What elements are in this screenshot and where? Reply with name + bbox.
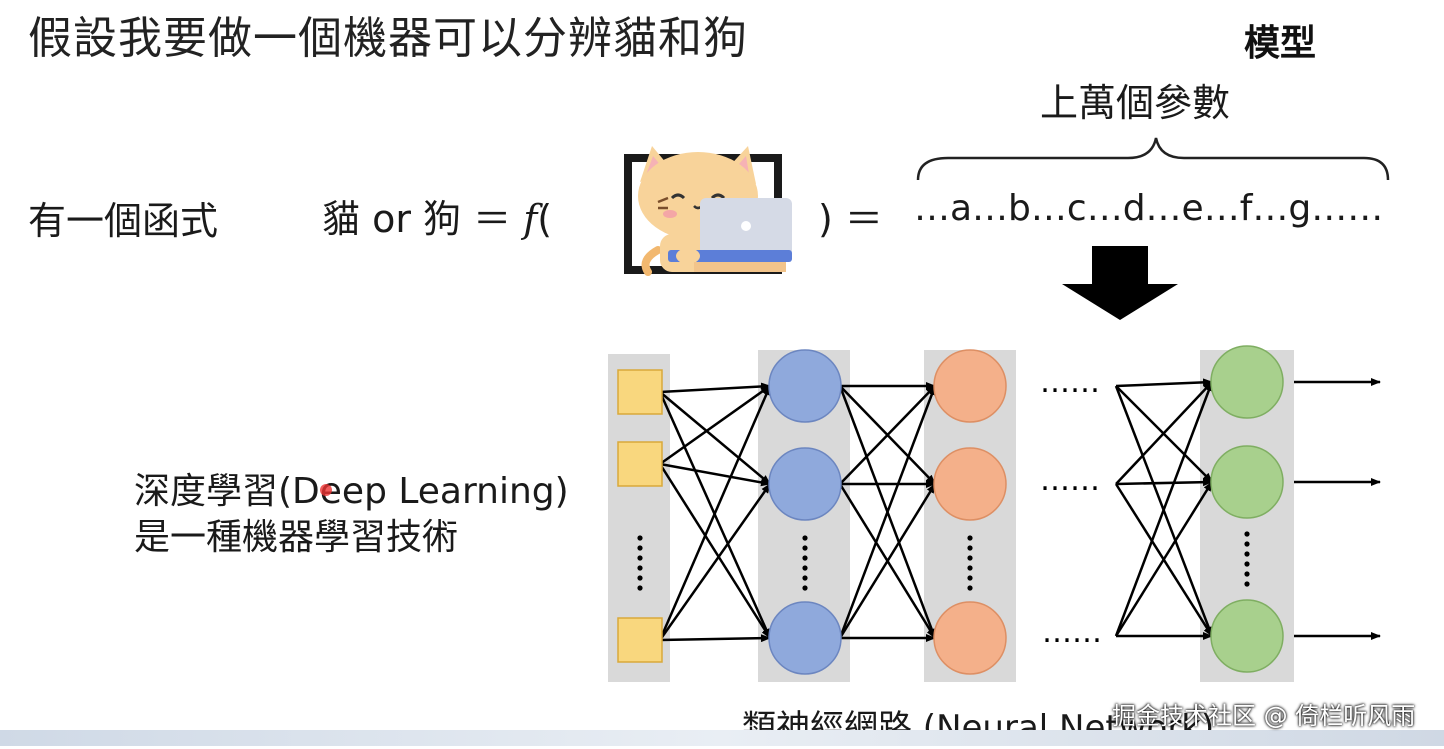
equation-left: 貓 or 狗 ＝ f( bbox=[322, 188, 552, 243]
params-brace bbox=[916, 137, 1390, 181]
input-node bbox=[617, 369, 663, 415]
deep-learning-line2: 是一種機器學習技術 bbox=[134, 517, 459, 558]
output-node bbox=[1210, 345, 1284, 419]
model-label: 模型 bbox=[1244, 23, 1317, 64]
output-node bbox=[1210, 599, 1284, 673]
output-node bbox=[1210, 445, 1284, 519]
hidden1-nodes bbox=[768, 349, 842, 675]
input-nodes bbox=[617, 369, 663, 663]
cat-with-laptop-icon bbox=[638, 146, 792, 276]
params-sequence: …a…b…c…d…e…f…g…… bbox=[914, 188, 1384, 229]
edges-hidden1-hidden2 bbox=[838, 382, 937, 642]
hidden2-nodes bbox=[933, 349, 1007, 675]
equation-right: ) ＝ bbox=[818, 197, 883, 241]
hidden2-node bbox=[933, 601, 1007, 675]
horizontal-ellipsis-bottom: …… bbox=[1042, 615, 1102, 650]
cat-laptop-image bbox=[624, 146, 792, 276]
bottom-strip bbox=[0, 730, 1444, 746]
hidden2-node bbox=[933, 349, 1007, 423]
function-label: 有一個函式 bbox=[28, 199, 219, 243]
function-symbol: f bbox=[523, 197, 538, 241]
vertical-ellipsis-dots bbox=[637, 531, 1250, 591]
open-paren: ( bbox=[537, 197, 553, 241]
watermark: 掘金技术社区 @ 倚栏听风雨 bbox=[1112, 702, 1416, 730]
params-label: 上萬個參數 bbox=[1040, 81, 1231, 125]
hidden2-node bbox=[933, 447, 1007, 521]
horizontal-ellipsis-top: …… bbox=[1040, 365, 1100, 400]
horizontal-ellipsis-mid: …… bbox=[1040, 463, 1100, 498]
cursor-pointer-icon bbox=[320, 484, 332, 496]
input-node bbox=[617, 441, 663, 487]
output-arrows bbox=[1294, 378, 1381, 640]
deep-learning-line1: 深度學習(Deep Learning) bbox=[134, 471, 569, 512]
hidden1-node bbox=[768, 601, 842, 675]
equation-output-text: 貓 or 狗 ＝ bbox=[322, 197, 512, 241]
slide-title: 假設我要做一個機器可以分辨貓和狗 bbox=[28, 13, 748, 64]
input-node bbox=[617, 617, 663, 663]
edges-input-hidden1 bbox=[658, 382, 772, 643]
edges-to-output bbox=[1114, 378, 1214, 640]
hidden1-node bbox=[768, 349, 842, 423]
output-nodes bbox=[1210, 345, 1284, 673]
down-arrow-icon bbox=[1062, 246, 1178, 320]
hidden1-node bbox=[768, 447, 842, 521]
